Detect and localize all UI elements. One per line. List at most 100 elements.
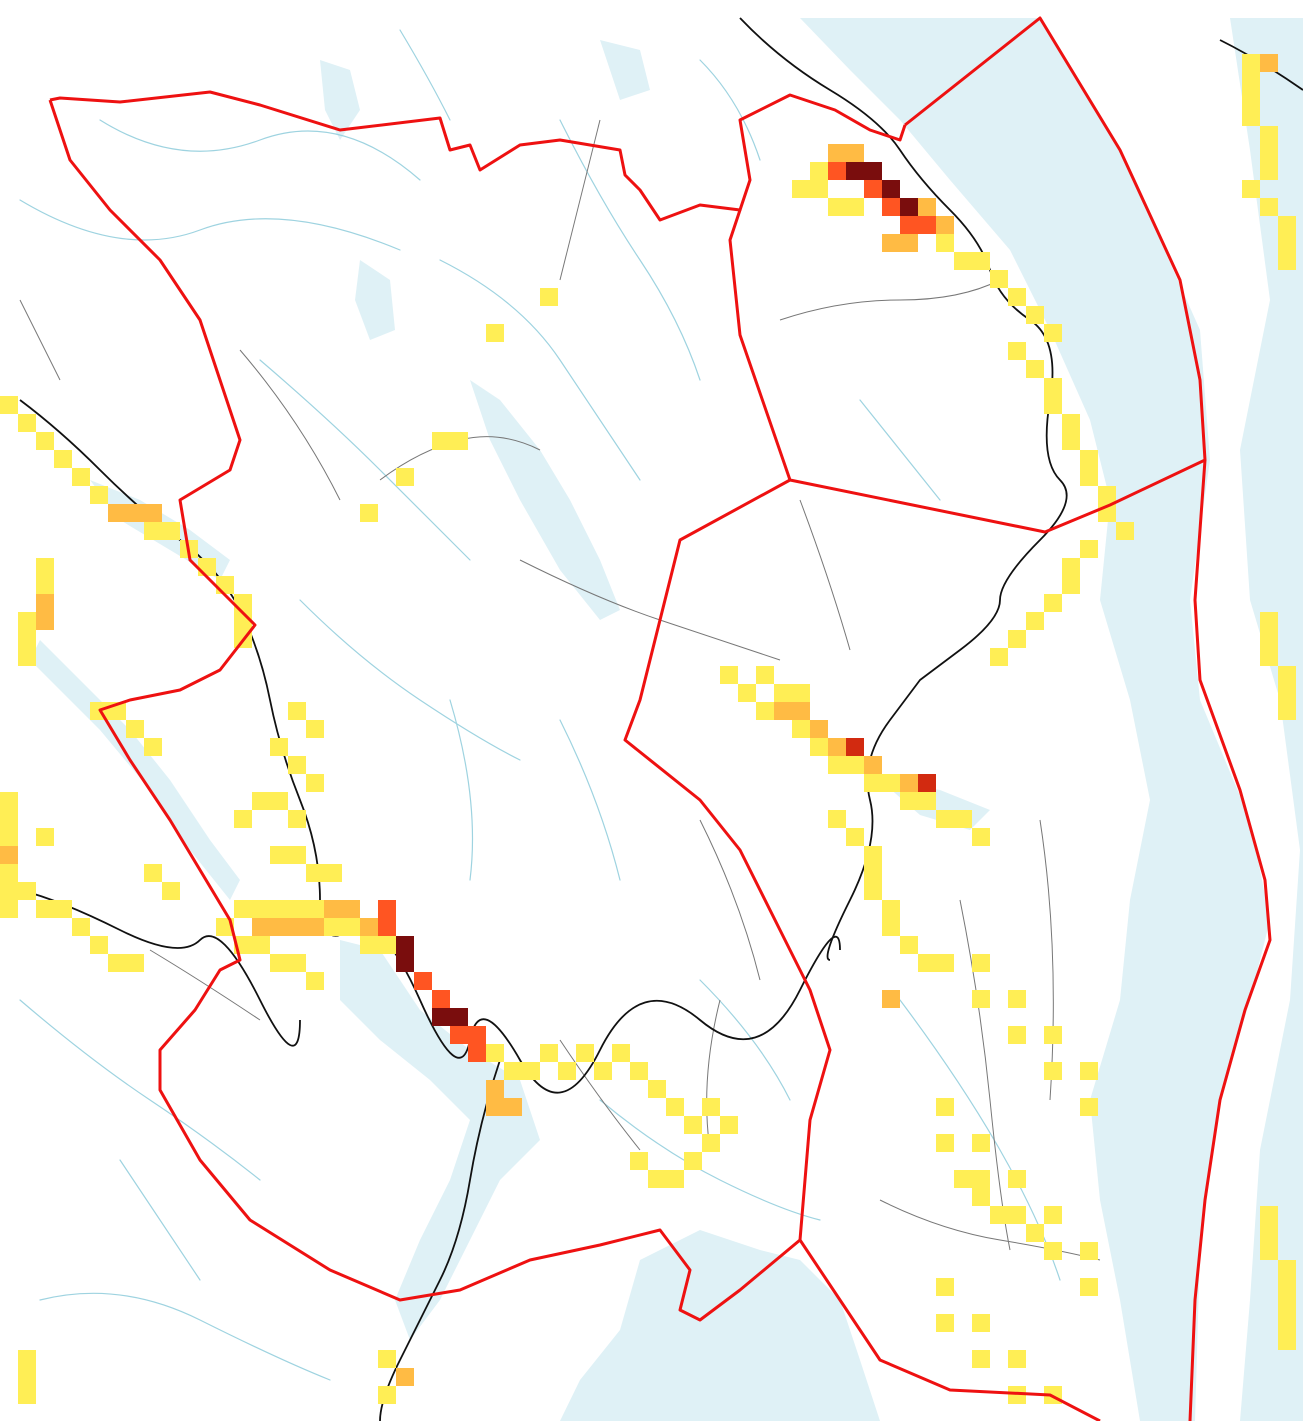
- density-cell-very-high: [846, 738, 864, 756]
- density-cell-low: [324, 864, 342, 882]
- density-cell-low: [990, 270, 1008, 288]
- density-cell-low: [666, 1098, 684, 1116]
- density-cell-low: [1260, 648, 1278, 666]
- lake-center-2: [355, 260, 395, 340]
- density-cell-max: [882, 180, 900, 198]
- density-cell-low: [792, 180, 810, 198]
- density-cell-low: [36, 900, 54, 918]
- density-cell-low: [1026, 360, 1044, 378]
- boundary-north-east: [728, 16, 1207, 534]
- density-cell-low: [288, 846, 306, 864]
- density-cell-low: [378, 1350, 396, 1368]
- density-cell-low: [936, 1278, 954, 1296]
- density-cell-low: [1260, 144, 1278, 162]
- density-cell-low: [1260, 1242, 1278, 1260]
- density-cell-low: [936, 1098, 954, 1116]
- density-cell-low: [972, 1188, 990, 1206]
- density-cell-max: [432, 1008, 450, 1026]
- density-cell-low: [990, 648, 1008, 666]
- density-cell-low: [828, 198, 846, 216]
- density-cell-low: [972, 1134, 990, 1152]
- density-cell-low: [792, 720, 810, 738]
- density-cell-low: [1044, 378, 1062, 396]
- density-cell-low: [630, 1152, 648, 1170]
- density-cell-low: [0, 396, 18, 414]
- density-cell-low: [1008, 1386, 1026, 1404]
- density-cell-low: [1260, 126, 1278, 144]
- density-cell-low: [630, 1062, 648, 1080]
- density-cell-low: [1278, 252, 1296, 270]
- density-cell-mid: [342, 900, 360, 918]
- density-cell-low: [1026, 1224, 1044, 1242]
- density-cell-low: [90, 486, 108, 504]
- density-cell-max: [900, 198, 918, 216]
- density-cell-low: [288, 702, 306, 720]
- density-cell-low: [936, 1314, 954, 1332]
- density-cell-low: [162, 522, 180, 540]
- density-cell-max: [396, 936, 414, 954]
- density-cell-mid: [1260, 54, 1278, 72]
- density-cell-max: [450, 1008, 468, 1026]
- density-cell-mid: [828, 144, 846, 162]
- density-cell-mid: [936, 216, 954, 234]
- density-cell-low: [1008, 1026, 1026, 1044]
- density-cell-low: [306, 774, 324, 792]
- density-cell-mid: [108, 504, 126, 522]
- density-cell-low: [972, 252, 990, 270]
- density-cell-low: [486, 1044, 504, 1062]
- density-cell-low: [864, 882, 882, 900]
- density-cell-low: [1008, 1170, 1026, 1188]
- density-cell-low: [0, 882, 18, 900]
- density-cell-low: [270, 738, 288, 756]
- density-cell-low: [810, 162, 828, 180]
- density-cell-low: [288, 756, 306, 774]
- density-cell-low: [18, 1368, 36, 1386]
- density-cell-low: [864, 864, 882, 882]
- density-cell-mid: [324, 900, 342, 918]
- density-cell-low: [1242, 54, 1260, 72]
- density-cell-low: [1242, 72, 1260, 90]
- density-cell-low: [990, 1206, 1008, 1224]
- density-cell-low: [702, 1134, 720, 1152]
- density-cell-low: [954, 252, 972, 270]
- density-cell-low: [1098, 486, 1116, 504]
- density-cell-mid: [810, 720, 828, 738]
- density-cell-low: [1260, 1224, 1278, 1242]
- density-cell-high: [432, 990, 450, 1008]
- density-cell-low: [522, 1062, 540, 1080]
- density-cell-low: [882, 774, 900, 792]
- density-cell-low: [360, 504, 378, 522]
- density-cell-low: [972, 1350, 990, 1368]
- density-cell-low: [900, 792, 918, 810]
- density-cell-low: [954, 1170, 972, 1188]
- density-cell-low: [144, 522, 162, 540]
- density-cell-low: [36, 576, 54, 594]
- lake-north-2: [600, 40, 650, 100]
- lake-south: [340, 940, 540, 1340]
- density-cell-low: [216, 576, 234, 594]
- density-cell-low: [918, 954, 936, 972]
- boundary-west-edge: [48, 99, 1101, 1421]
- density-cell-low: [1278, 666, 1296, 684]
- density-cell-low: [1278, 1278, 1296, 1296]
- density-cell-low: [1062, 414, 1080, 432]
- density-cell-low: [594, 1062, 612, 1080]
- density-grid-layer: [0, 54, 1296, 1404]
- density-cell-max: [846, 162, 864, 180]
- density-cell-low: [1062, 432, 1080, 450]
- density-cell-low: [972, 990, 990, 1008]
- density-cell-low: [18, 648, 36, 666]
- density-cell-mid: [900, 774, 918, 792]
- density-cell-low: [18, 612, 36, 630]
- density-cell-low: [846, 198, 864, 216]
- density-cell-low: [144, 738, 162, 756]
- density-cell-low: [54, 450, 72, 468]
- density-cell-low: [810, 738, 828, 756]
- density-cell-low: [1080, 1062, 1098, 1080]
- density-cell-low: [432, 432, 450, 450]
- density-cell-high: [828, 162, 846, 180]
- density-cell-low: [0, 828, 18, 846]
- density-cell-low: [1080, 1098, 1098, 1116]
- density-cell-low: [864, 774, 882, 792]
